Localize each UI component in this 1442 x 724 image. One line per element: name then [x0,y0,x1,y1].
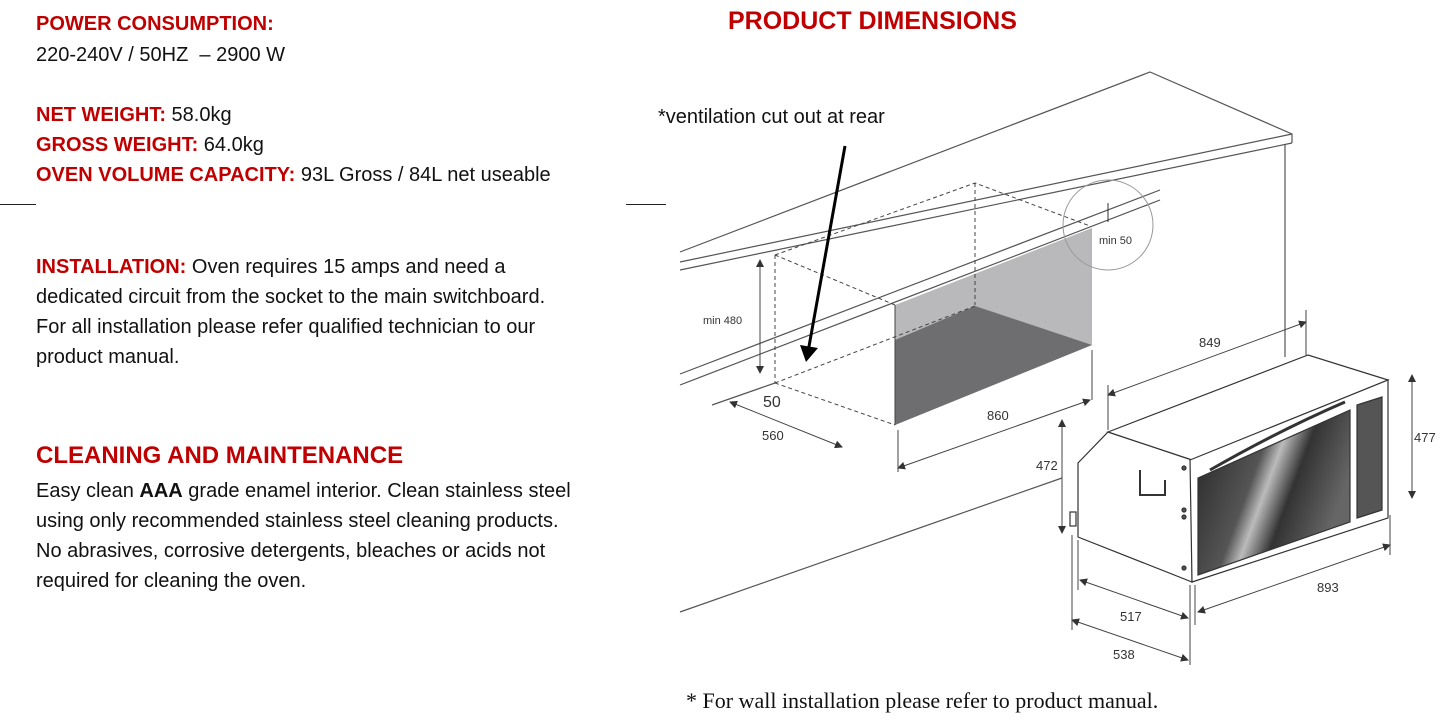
dimension-lines [729,259,1416,665]
arrowhead-icon [800,345,818,362]
cleaning-line: No abrasives, corrosive detergents, blea… [36,540,546,562]
divider-right [626,204,666,205]
gross-weight: GROSS WEIGHT: 64.0kg [36,134,264,156]
oven-volume: OVEN VOLUME CAPACITY: 93L Gross / 84L ne… [36,164,551,186]
oven-illustration [1069,354,1390,583]
label-849: 849 [1199,335,1221,350]
label-860: 860 [987,408,1009,423]
installation-line: INSTALLATION: Oven requires 15 amps and … [36,256,506,278]
label-min50: min 50 [1099,235,1132,247]
ventilation-note: *ventilation cut out at rear [658,106,885,128]
ventilation-arrow [806,145,847,353]
installation-line: dedicated circuit from the socket to the… [36,286,546,308]
label-517: 517 [1120,609,1142,624]
label-min480: min 480 [703,315,742,327]
label-477: 477 [1414,430,1436,445]
label-50: 50 [763,394,781,411]
installation-line: For all installation please refer qualif… [36,316,536,338]
label-538: 538 [1113,647,1135,662]
detail-circle [1062,179,1154,271]
installation-line: product manual. [36,346,180,368]
cleaning-line: required for cleaning the oven. [36,570,307,592]
divider-left [0,204,36,205]
net-weight: NET WEIGHT: 58.0kg [36,104,232,126]
wall-installation-footnote: * For wall installation please refer to … [686,688,1159,713]
cleaning-line: using only recommended stainless steel c… [36,510,559,532]
cleaning-line: Easy clean AAA grade enamel interior. Cl… [36,480,571,502]
power-value: 220-240V / 50HZ – 2900 W [36,44,286,66]
dimensions-title: PRODUCT DIMENSIONS [728,7,1017,35]
dimension-diagram: min 50 min 480 50 560 860 849 477 472 89… [679,71,1436,665]
label-472: 472 [1036,458,1058,473]
power-label: POWER CONSUMPTION: [36,13,274,35]
dimension-labels: min 50 min 480 50 560 860 849 477 472 89… [703,235,1436,662]
cutout-box [774,182,1092,426]
label-893: 893 [1317,580,1339,595]
cleaning-heading: CLEANING AND MAINTENANCE [36,442,404,469]
label-560: 560 [762,428,784,443]
